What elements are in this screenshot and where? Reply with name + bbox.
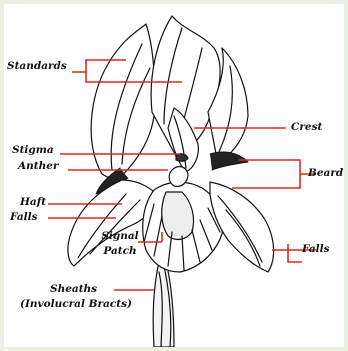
label-involucral-bracts: (Involucral Bracts) [20, 298, 132, 310]
label-stigma: Stigma [12, 144, 54, 156]
label-falls-left: Falls [10, 211, 38, 223]
label-standards: Standards [7, 60, 67, 72]
label-haft: Haft [20, 196, 46, 208]
label-sheaths: Sheaths [50, 283, 97, 295]
iris-illustration [4, 4, 344, 347]
label-signal: Signal [100, 230, 140, 242]
leader-beard [232, 160, 316, 188]
label-patch: Patch [100, 245, 140, 257]
label-falls-right: Falls [302, 243, 330, 255]
label-beard: Beard [308, 167, 343, 179]
stigma-mark [176, 154, 188, 161]
anther-shape [169, 167, 188, 187]
diagram-canvas: Standards Crest Stigma Anther Beard Haft… [4, 4, 344, 347]
label-anther: Anther [18, 160, 58, 172]
beard-right [210, 152, 248, 170]
label-crest: Crest [291, 121, 322, 133]
